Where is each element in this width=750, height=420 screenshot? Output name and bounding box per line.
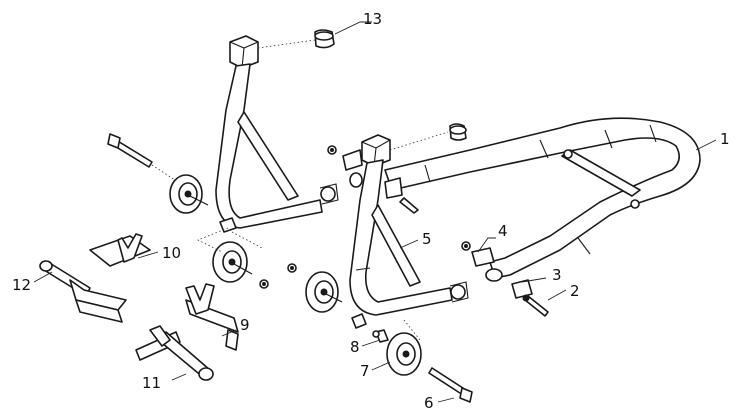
part-12-l-bracket: [39, 260, 127, 323]
part-10-v-bracket: [89, 233, 151, 267]
part-1-main-frame: [384, 117, 701, 282]
callout-7: 7: [360, 362, 370, 380]
part-8-pin: [372, 329, 389, 343]
part-9-v-bracket: [185, 283, 239, 351]
callouts: 13 1 2 3 4 5 6 7 8 9 10 11 12: [12, 10, 730, 412]
callout-8: 8: [350, 338, 360, 356]
callout-9: 9: [240, 316, 250, 334]
callout-4: 4: [498, 222, 508, 240]
part-7-wheel: [386, 332, 422, 376]
callout-2: 2: [570, 282, 580, 300]
callout-1: 1: [720, 130, 730, 148]
part-6-long-bolt: [428, 367, 473, 403]
callout-12: 12: [12, 276, 31, 294]
leader-lines: [33, 21, 717, 403]
wheel-middle: [212, 241, 253, 283]
frame-knob: [389, 123, 467, 151]
nuts: [259, 145, 471, 289]
left-upright-arm: [215, 35, 339, 233]
callout-6: 6: [424, 394, 434, 412]
callout-3: 3: [552, 266, 562, 284]
callout-11: 11: [142, 374, 161, 392]
part-3-bracket: [511, 279, 533, 299]
part-5-upright-arm: [349, 134, 469, 329]
callout-13: 13: [363, 10, 382, 28]
wheel-upper-left: [169, 174, 209, 214]
part-11-l-bracket: [135, 325, 214, 381]
part-13-knob: [257, 29, 335, 49]
upper-left-bolt: [107, 133, 179, 183]
part-4-bracket: [342, 149, 495, 267]
part-2-bolt: [399, 197, 549, 317]
wheel-center: [305, 271, 343, 313]
callout-5: 5: [422, 230, 432, 248]
callout-10: 10: [162, 244, 181, 262]
